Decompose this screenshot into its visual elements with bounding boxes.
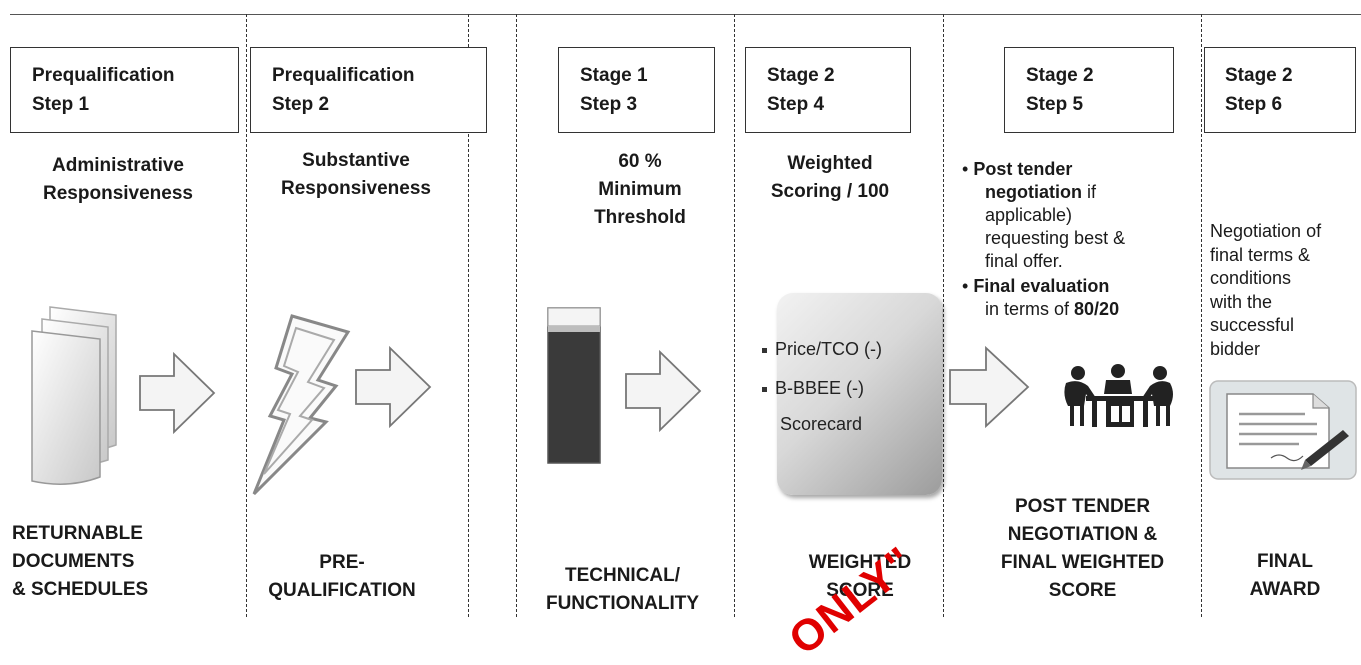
label-line: DOCUMENTS	[12, 551, 135, 572]
label-line: RETURNABLE	[12, 523, 143, 544]
bottom-label-1: RETURNABLE DOCUMENTS & SCHEDULES	[12, 520, 212, 604]
step-title-line: Step 2	[272, 94, 330, 115]
stage-heading-4: Weighted Scoring / 100	[745, 150, 915, 206]
label-line: & SCHEDULES	[12, 579, 149, 600]
divider-1	[246, 14, 247, 617]
flow-arrow-icon	[625, 349, 702, 433]
scorecard-icon: Price/TCO (-) B-BBEE (-) Scorecard	[762, 293, 942, 495]
step6-note: Negotiation of final terms & conditions …	[1210, 220, 1360, 361]
label-line: NEGOTIATION &	[1007, 524, 1158, 545]
heading-line: Minimum	[598, 179, 682, 200]
heading-line: Responsiveness	[281, 178, 431, 199]
note-line: bidder	[1210, 338, 1261, 359]
heading-line: Administrative	[52, 155, 184, 176]
square-bullet-icon	[762, 347, 767, 353]
step-title-line: Stage 2	[1225, 65, 1293, 86]
scorecard-item: B-BBEE (-)	[762, 377, 864, 399]
label-line: SCORE	[1048, 580, 1117, 601]
top-border-line	[10, 14, 1361, 15]
documents-icon	[31, 306, 117, 485]
meeting-people-icon	[1064, 364, 1173, 427]
bullet-text: in terms of	[985, 299, 1075, 319]
label-line: SCORE	[826, 580, 894, 601]
step-title-line: Step 1	[32, 94, 90, 115]
step-title-line: Stage 2	[1026, 65, 1094, 86]
step-title-line: Step 3	[580, 94, 638, 115]
step-title-line: Prequalification	[32, 65, 175, 86]
divider-4	[734, 14, 735, 617]
scorecard-item-text: Price/TCO (-)	[775, 339, 882, 359]
bottom-label-4: WEIGHTED SCORE	[775, 549, 945, 605]
note-line: with the	[1210, 291, 1273, 312]
bullet-line: in terms of 80/20	[962, 298, 1192, 321]
bullet-line: requesting best &	[985, 228, 1126, 248]
step-title-line: Step 5	[1026, 94, 1084, 115]
divider-5	[943, 14, 944, 617]
step-title-line: Stage 1	[580, 65, 648, 86]
heading-line: Weighted	[787, 153, 873, 174]
step-title-line: Prequalification	[272, 65, 415, 86]
step-box-5: Stage 2 Step 5	[1004, 47, 1174, 133]
note-line: Negotiation of	[1210, 221, 1322, 241]
flow-arrow-icon	[355, 345, 432, 429]
step-title-line: Step 4	[767, 94, 825, 115]
flow-arrow-icon	[949, 345, 1030, 429]
heading-line: Responsiveness	[43, 183, 193, 204]
label-line: QUALIFICATION	[268, 580, 416, 601]
label-line: FUNCTIONALITY	[545, 593, 700, 614]
bullet-bold-text: negotiation	[985, 182, 1082, 202]
flow-arrow-icon	[139, 351, 216, 435]
note-line: successful	[1210, 315, 1295, 335]
step-title-line: Stage 2	[767, 65, 835, 86]
step-box-3: Stage 1 Step 3	[558, 47, 715, 133]
stage-heading-2: Substantive Responsiveness	[250, 147, 462, 203]
stage-heading-1: Administrative Responsiveness	[12, 152, 224, 208]
heading-line: Substantive	[302, 150, 410, 171]
label-line: WEIGHTED	[808, 552, 912, 573]
label-line: FINAL WEIGHTED	[1000, 552, 1165, 573]
note-line: conditions	[1210, 268, 1292, 288]
divider-6	[1201, 14, 1202, 617]
bottom-label-5: POST TENDER NEGOTIATION & FINAL WEIGHTED…	[970, 493, 1195, 605]
label-line: TECHNICAL/	[564, 565, 681, 586]
contract-signing-icon	[1209, 380, 1357, 480]
heading-line: 60 %	[618, 151, 662, 172]
bullet-bold-text: Final evaluation	[973, 276, 1110, 296]
bullet-text: if	[1082, 182, 1097, 202]
bullet-item: • Final evaluation	[962, 276, 1110, 296]
label-line: AWARD	[1249, 579, 1321, 600]
divider-3	[516, 14, 517, 617]
heading-line: Scoring / 100	[770, 181, 890, 202]
scorecard-item-text: B-BBEE (-)	[775, 378, 865, 398]
step-box-2: Prequalification Step 2	[250, 47, 487, 133]
bottom-label-6: FINAL AWARD	[1220, 548, 1350, 604]
heading-line: Threshold	[594, 207, 686, 228]
lightning-icon	[252, 314, 351, 496]
square-bullet-icon	[762, 386, 767, 392]
label-line: POST TENDER	[1014, 496, 1151, 517]
step-title-line: Step 6	[1225, 94, 1283, 115]
bullet-line: negotiation if	[962, 181, 1192, 204]
label-line: FINAL	[1257, 551, 1313, 572]
step5-bullet-list: • Post tender negotiation if applicable)…	[962, 158, 1192, 321]
stage-heading-3: 60 % Minimum Threshold	[560, 148, 720, 232]
scorecard-item: Price/TCO (-)	[762, 338, 882, 360]
bullet-bold-text: 80/20	[1074, 299, 1120, 319]
bottom-label-2: PRE- QUALIFICATION	[247, 549, 437, 605]
bullet-bold-text: Post tender	[973, 159, 1073, 179]
bottom-label-3: TECHNICAL/ FUNCTIONALITY	[520, 562, 725, 618]
divider-2	[468, 14, 469, 617]
threshold-bar-icon	[547, 307, 601, 464]
step-box-1: Prequalification Step 1	[10, 47, 239, 133]
bullet-line: final offer.	[985, 251, 1063, 271]
bullet-item: • Post tender	[962, 159, 1073, 179]
label-line: PRE-	[319, 552, 365, 573]
scorecard-item-text: Scorecard	[780, 414, 863, 434]
note-line: final terms &	[1210, 244, 1311, 265]
step-box-4: Stage 2 Step 4	[745, 47, 911, 133]
bullet-line: applicable)	[985, 205, 1073, 225]
step-box-6: Stage 2 Step 6	[1204, 47, 1356, 133]
